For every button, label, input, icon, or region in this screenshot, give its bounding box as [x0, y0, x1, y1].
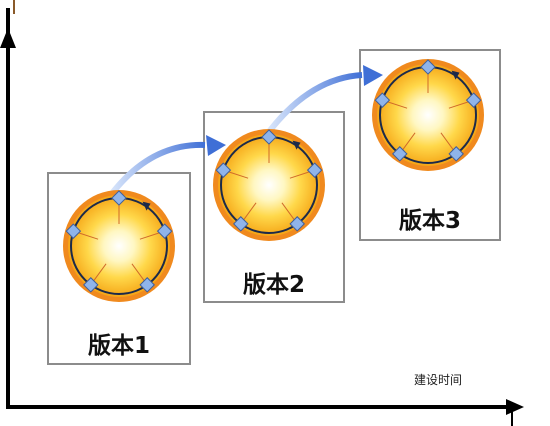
cycle-3-direction-arrow [451, 70, 460, 80]
version-2-label: 版本2 [242, 272, 305, 298]
cycle-2-node-1 [261, 129, 277, 145]
cycle-2-node-3 [289, 216, 305, 232]
cycle-3-spoke-3 [440, 132, 456, 153]
cycle-3-node-2 [465, 92, 482, 108]
progress-arrow-2 [265, 72, 363, 135]
cycle-3-node-4 [392, 146, 408, 162]
version-3-label: 版本3 [398, 208, 461, 234]
cycle-2-direction-arrow [292, 140, 301, 150]
progress-arrow-2-head [363, 65, 383, 86]
cycle-2-spoke-3 [281, 202, 297, 223]
cycle-2-node-5 [215, 162, 232, 178]
cycle-3-node-1 [420, 59, 436, 75]
cycle-2-core [218, 134, 320, 236]
cycle-2-spoke-4 [241, 202, 257, 223]
cycle-1-node-5 [65, 223, 82, 239]
cycle-1-spoke-3 [131, 263, 147, 284]
progress-arrow-1 [107, 141, 206, 198]
version-1-label: 版本1 [87, 333, 150, 359]
x-axis-label: 建设时间 [414, 373, 463, 387]
cycle-1-node-2 [156, 223, 173, 239]
cycle-1-node-4 [83, 277, 99, 293]
cycle-1-node-1 [111, 190, 127, 206]
cycle-1-node-3 [139, 277, 155, 293]
cycle-3-node-5 [374, 92, 391, 108]
cycle-2-node-2 [306, 162, 323, 178]
progress-arrow-1-head [206, 135, 226, 156]
x-axis-arrowhead [506, 399, 524, 415]
y-axis-arrowhead [0, 28, 16, 48]
cycle-3-core [377, 64, 479, 166]
cycle-3-node-3 [448, 146, 464, 162]
cycle-1-direction-arrow [142, 201, 151, 211]
cycle-2-node-4 [233, 216, 249, 232]
cycle-1-core [68, 195, 170, 297]
cycle-3-spoke-4 [400, 132, 416, 153]
cycle-1-spoke-4 [91, 263, 107, 284]
